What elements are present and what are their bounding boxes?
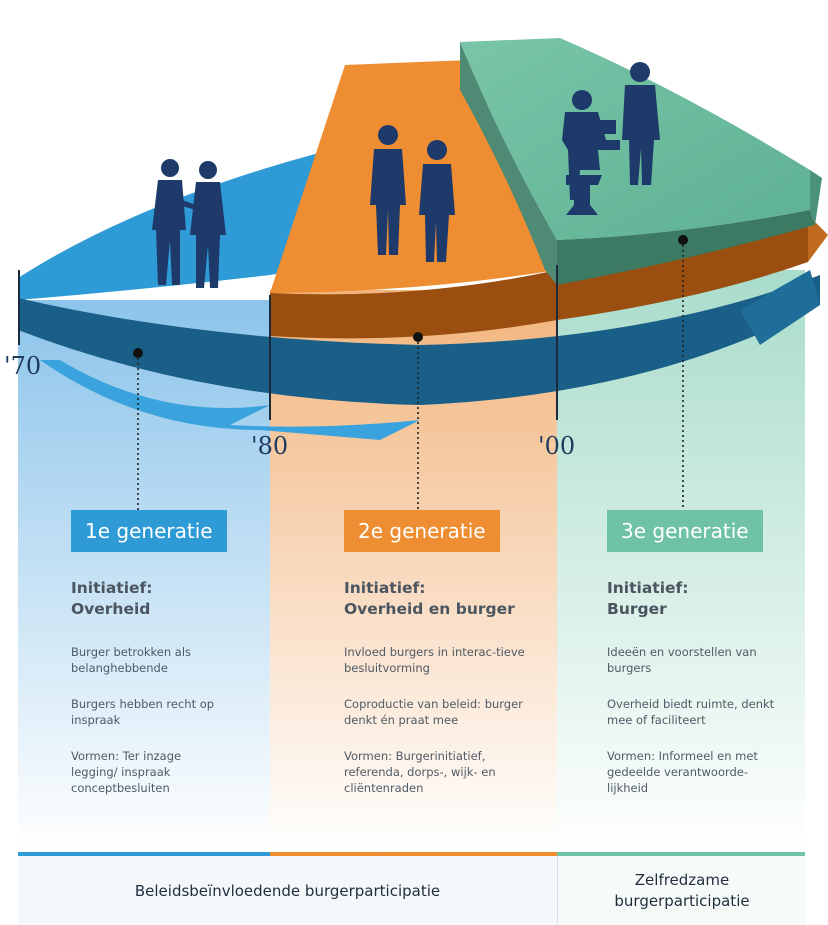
- gen3-band-side: [460, 42, 557, 285]
- gen1-band-tip: [740, 270, 820, 345]
- gen1-description: Initiatief: Overheid Burger betrokken al…: [71, 578, 286, 816]
- gen3-footer-bar: [557, 852, 805, 856]
- footer-policy-influencing: Beleidsbeïnvloedende burgerparticipatie: [18, 856, 557, 925]
- gen2-badge: 2e generatie: [344, 510, 500, 552]
- gen3-initiative-heading: Initiatief: Burger: [607, 578, 822, 620]
- gen1-footer-bar: [18, 852, 270, 856]
- gen3-connector: [678, 235, 688, 510]
- year-label-80: '80: [251, 432, 289, 460]
- gen3-item-1: Ideeën en voorstellen van burgers: [607, 645, 757, 675]
- gen2-band-front: [270, 215, 825, 339]
- gen2-item-2: Coproductie van beleid: burger denkt én …: [344, 697, 523, 727]
- gen3-item-3: Vormen: Informeel en met gedeelde verant…: [607, 749, 758, 795]
- gen1-item-3: Vormen: Ter inzage legging/ inspraak con…: [71, 749, 182, 795]
- gen2-initiative-actor: Overheid en burger: [344, 600, 515, 618]
- year-label-70: '70: [4, 352, 42, 380]
- gen2-band-right: [808, 215, 828, 262]
- gen2-connector: [413, 332, 423, 510]
- gen3-item-2: Overheid biedt ruimte, denkt mee of faci…: [607, 697, 775, 727]
- gen2-item-3: Vormen: Burgerinitiatief, referenda, dor…: [344, 749, 496, 795]
- gen1-initiative-label: Initiatief:: [71, 579, 153, 597]
- gen1-initiative-actor: Overheid: [71, 600, 151, 618]
- gen3-band-front: [557, 210, 815, 285]
- gen2-initiative-heading: Initiatief: Overheid en burger: [344, 578, 559, 620]
- footer-left-label: Beleidsbeïnvloedende burgerparticipatie: [134, 881, 441, 900]
- people-talking-icon: [370, 125, 455, 262]
- gen1-arrow: [40, 360, 420, 440]
- gen2-description: Initiatief: Overheid en burger Invloed b…: [344, 578, 559, 816]
- gen2-item-1: Invloed burgers in interac-tieve besluit…: [344, 645, 525, 675]
- gen3-initiative-actor: Burger: [607, 600, 667, 618]
- gen1-initiative-heading: Initiatief: Overheid: [71, 578, 286, 620]
- gen1-item-2: Burgers hebben recht op inspraak: [71, 697, 215, 727]
- footer-self-reliant: Zelfredzame burgerparticipatie: [557, 856, 806, 925]
- footer-right-line1: Zelfredzame: [634, 870, 730, 889]
- gen1-connector: [133, 348, 143, 510]
- gen1-band-front: [18, 275, 820, 405]
- gen3-band-right: [810, 170, 822, 225]
- gen3-description: Initiatief: Burger Ideeën en voorstellen…: [607, 578, 822, 816]
- gen1-item-1: Burger betrokken als belanghebbende: [71, 645, 192, 675]
- gen3-initiative-label: Initiatief:: [607, 579, 689, 597]
- gen2-footer-bar: [270, 852, 557, 856]
- year-label-00: '00: [538, 432, 576, 460]
- people-office-icon: [562, 62, 660, 215]
- gen1-badge: 1e generatie: [71, 510, 227, 552]
- gen3-badge: 3e generatie: [607, 510, 763, 552]
- footer-right-line2: burgerparticipatie: [614, 891, 750, 910]
- gen1-column-bg: [18, 300, 270, 852]
- gen2-initiative-label: Initiatief:: [344, 579, 426, 597]
- people-handshake-icon: [152, 159, 226, 288]
